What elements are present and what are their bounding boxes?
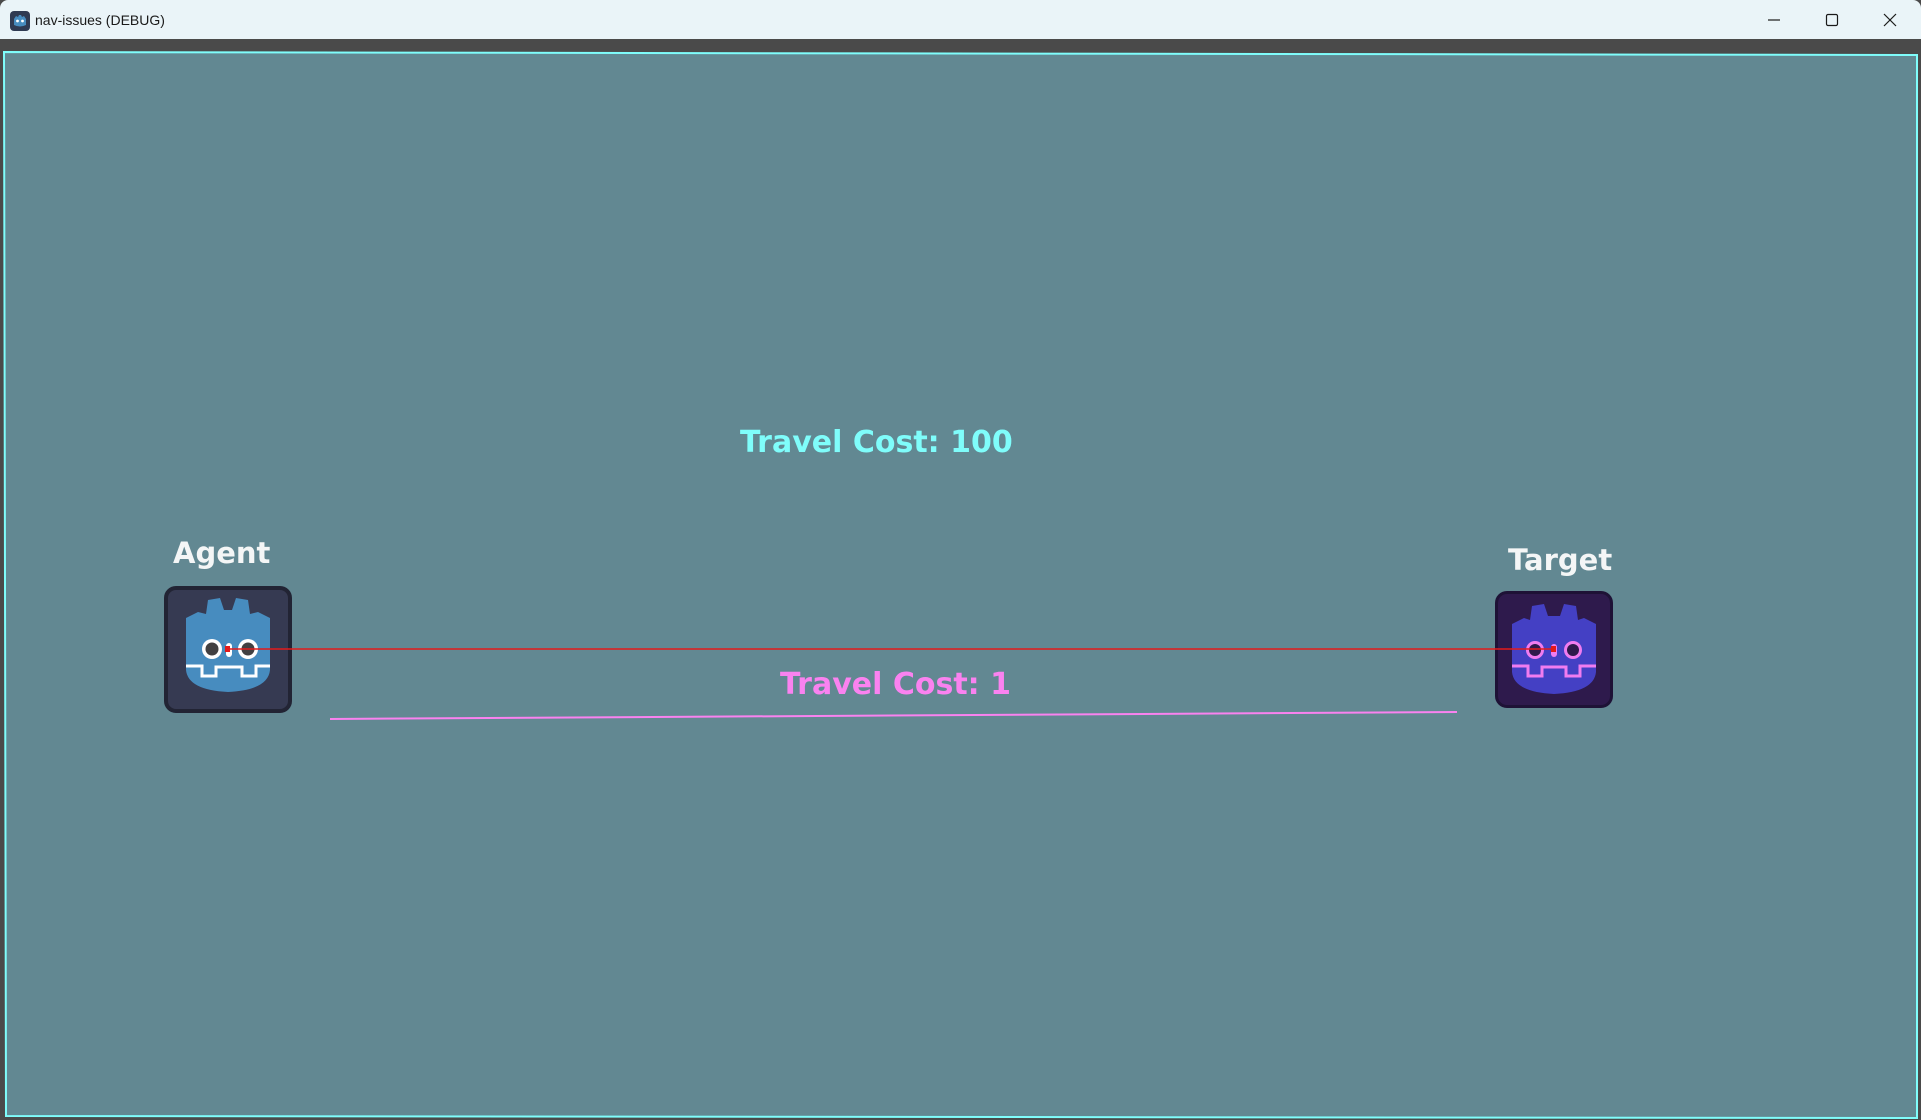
maximize-icon	[1825, 13, 1839, 26]
agent-label: Agent	[173, 536, 271, 570]
target-label: Target	[1508, 543, 1613, 577]
minimize-icon	[1768, 18, 1780, 21]
agent-sprite[interactable]	[164, 586, 292, 713]
travel-cost-1-region-edge	[329, 711, 1458, 720]
minimize-button[interactable]	[1745, 0, 1803, 39]
godot-icon	[1512, 604, 1596, 694]
window-titlebar[interactable]: nav-issues (DEBUG)	[0, 0, 1921, 39]
maximize-button[interactable]	[1803, 0, 1861, 39]
target-sprite[interactable]	[1495, 591, 1613, 708]
navigation-region	[2, 50, 1918, 1120]
close-button[interactable]	[1861, 0, 1919, 39]
close-icon	[1883, 13, 1897, 26]
godot-app-icon	[10, 11, 30, 31]
travel-cost-100-label: Travel Cost: 100	[740, 425, 1013, 460]
travel-cost-1-label: Travel Cost: 1	[780, 667, 1011, 702]
window-title: nav-issues (DEBUG)	[35, 12, 165, 28]
godot-icon	[186, 598, 270, 692]
